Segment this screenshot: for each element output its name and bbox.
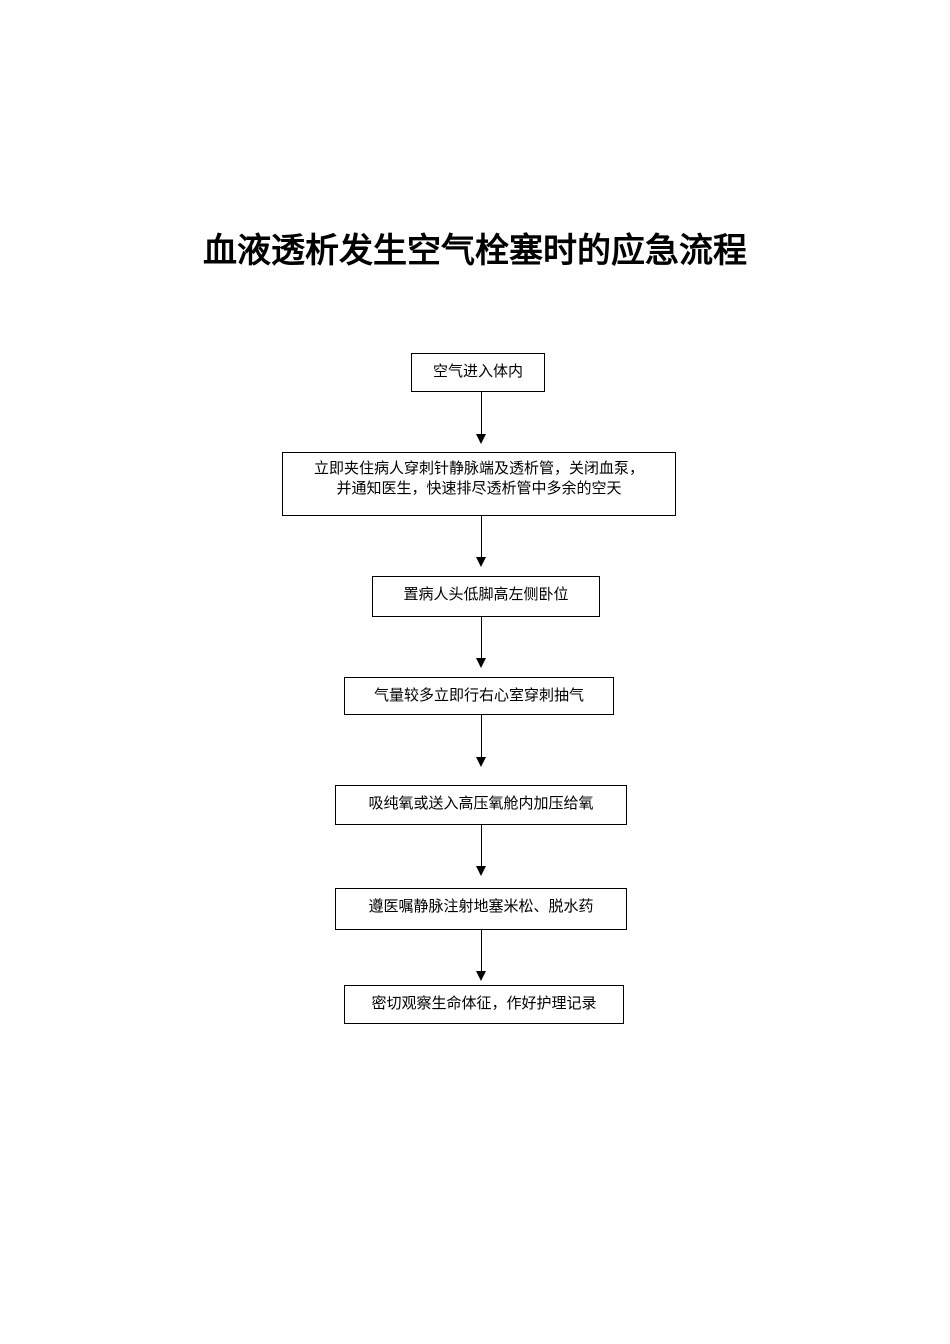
step-box-oxygen-therapy: 吸纯氧或送入高压氧舱内加压给氧	[335, 785, 627, 825]
step-box-air-enters-body: 空气进入体内	[411, 353, 545, 392]
step-text: 立即夹住病人穿刺针静脉端及透析管，关闭血泵， 并通知医生，快速排尽透析管中多余的…	[313, 459, 644, 497]
arrow-down-icon	[476, 434, 486, 444]
step-text: 吸纯氧或送入高压氧舱内加压给氧	[368, 794, 594, 812]
step-text: 遵医嘱静脉注射地塞米松、脱水药	[368, 897, 594, 915]
arrow-down-icon	[476, 557, 486, 567]
step-text: 置病人头低脚高左侧卧位	[403, 585, 569, 603]
step-box-position-patient: 置病人头低脚高左侧卧位	[372, 576, 600, 617]
arrow-down-icon	[476, 866, 486, 876]
arrow-down-icon	[476, 658, 486, 668]
connector-line	[481, 617, 482, 659]
step-text: 空气进入体内	[432, 362, 523, 380]
connector-line	[481, 516, 482, 558]
step-box-medication: 遵医嘱静脉注射地塞米松、脱水药	[335, 888, 627, 930]
step-box-monitor-and-record: 密切观察生命体征，作好护理记录	[344, 985, 624, 1024]
step-box-ventricular-aspiration: 气量较多立即行右心室穿刺抽气	[344, 677, 614, 715]
arrow-down-icon	[476, 757, 486, 767]
connector-line	[481, 930, 482, 972]
connector-line	[481, 392, 482, 434]
page-title: 血液透析发生空气栓塞时的应急流程	[203, 231, 747, 271]
arrow-down-icon	[476, 971, 486, 981]
step-text: 密切观察生命体征，作好护理记录	[371, 994, 597, 1012]
connector-line	[481, 715, 482, 757]
step-text: 气量较多立即行右心室穿刺抽气	[373, 686, 584, 704]
connector-line	[481, 825, 482, 867]
step-box-clamp-and-notify: 立即夹住病人穿刺针静脉端及透析管，关闭血泵， 并通知医生，快速排尽透析管中多余的…	[282, 452, 676, 516]
